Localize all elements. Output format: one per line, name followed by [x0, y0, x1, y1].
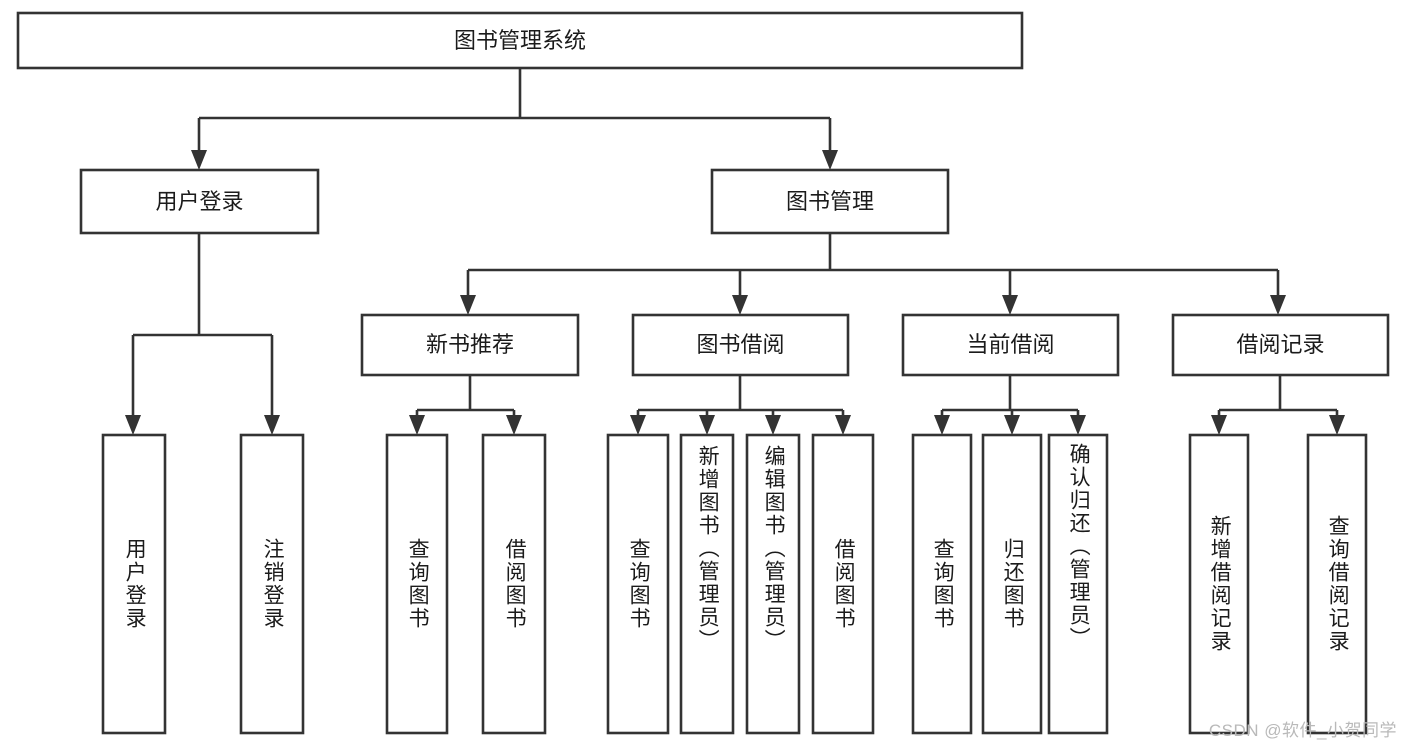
connector-current-borrow-to-leaves	[934, 375, 1086, 435]
leaf-node-query-borrow-record[interactable]	[1306, 433, 1368, 735]
leaf-node-confirm-return-admin[interactable]	[1047, 433, 1109, 735]
node-current-borrow[interactable]: 当前借阅	[901, 313, 1120, 377]
leaf-node-return-book[interactable]	[981, 433, 1043, 735]
node-user-login-label: 用户登录	[155, 189, 243, 214]
node-root-system[interactable]: 图书管理系统	[16, 11, 1024, 70]
node-book-borrow-label: 图书借阅	[696, 332, 784, 357]
node-current-borrow-label: 当前借阅	[966, 332, 1054, 357]
node-book-borrow[interactable]: 图书借阅	[631, 313, 850, 377]
connector-book-borrow-to-leaves	[630, 375, 851, 435]
node-borrow-record[interactable]: 借阅记录	[1171, 313, 1390, 377]
node-user-login[interactable]: 用户登录	[79, 168, 320, 235]
node-new-book-recommend[interactable]: 新书推荐	[360, 313, 580, 377]
leaf-node-add-book-admin[interactable]	[679, 433, 735, 735]
connector-borrow-record-to-leaves	[1211, 375, 1345, 435]
leaf-node-query-book-borrow[interactable]	[606, 433, 670, 735]
csdn-watermark: CSDN @软件_小贺同学	[1208, 721, 1397, 740]
connector-user-login-to-leaves	[125, 233, 280, 435]
leaf-node-query-book-current[interactable]	[911, 433, 973, 735]
leaf-node-logout-login[interactable]	[239, 433, 305, 735]
connector-new-book-rec-to-leaves	[409, 375, 522, 435]
leaf-node-borrow-book[interactable]	[811, 433, 875, 735]
connector-book-mgmt-to-level3	[460, 233, 1286, 315]
leaf-node-query-book-rec[interactable]	[385, 433, 449, 735]
leaf-node-user-login[interactable]	[101, 433, 167, 735]
leaf-node-borrow-book-rec[interactable]	[481, 433, 547, 735]
node-book-management-label: 图书管理	[786, 189, 874, 214]
node-root-system-label: 图书管理系统	[454, 28, 586, 53]
node-borrow-record-label: 借阅记录	[1236, 332, 1324, 357]
leaf-node-edit-book-admin[interactable]	[745, 433, 801, 735]
connector-root-to-level2	[191, 68, 838, 170]
node-book-management[interactable]: 图书管理	[710, 168, 950, 235]
node-new-book-recommend-label: 新书推荐	[426, 332, 514, 357]
leaf-node-add-borrow-record[interactable]	[1188, 433, 1250, 735]
